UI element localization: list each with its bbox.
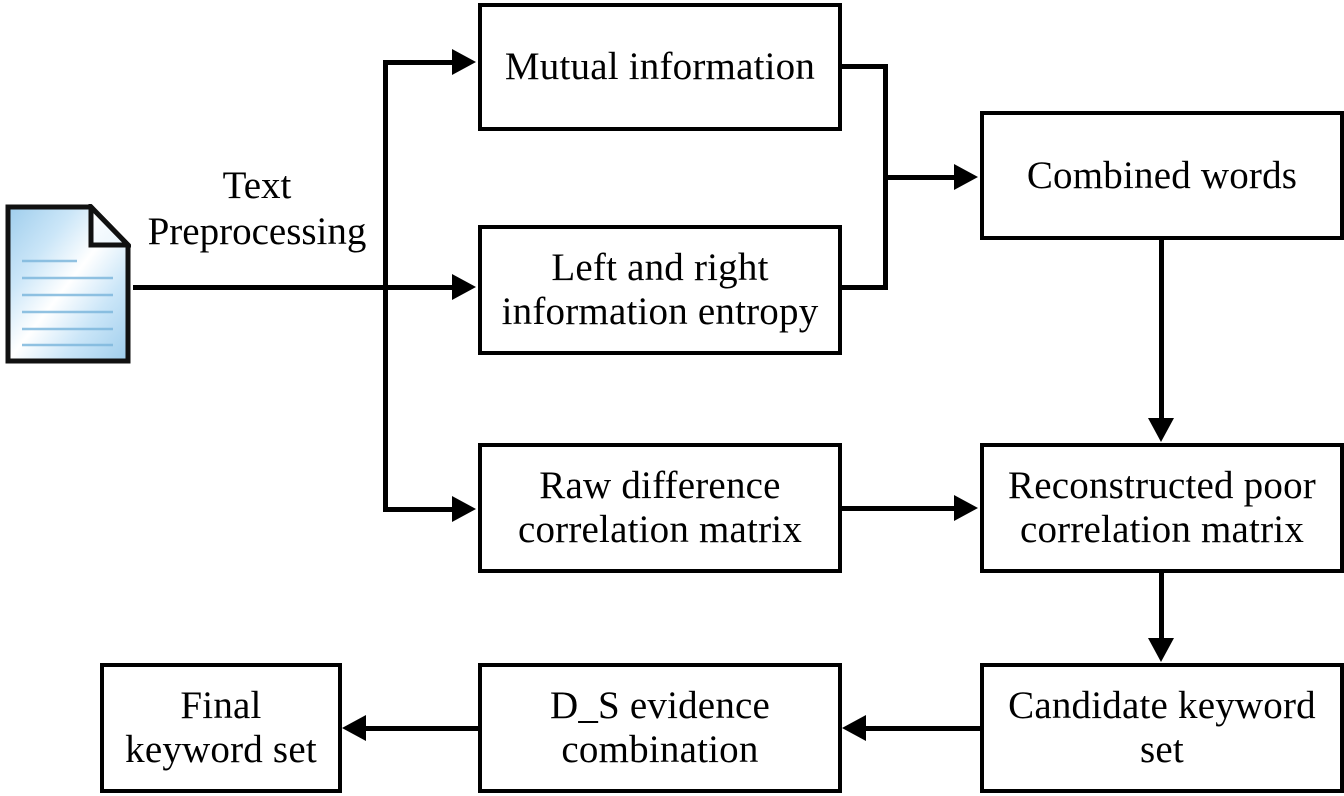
document-icon: [5, 204, 131, 364]
arrowhead-to-combined-words: [954, 164, 978, 190]
arrowhead-to-reconstructed-matrix-left: [954, 495, 978, 521]
connector-spine-to-left-right-entropy: [383, 285, 456, 290]
node-raw-difference-matrix[interactable]: Raw difference correlation matrix: [478, 443, 842, 573]
arrowhead-to-reconstructed-matrix-top: [1148, 418, 1174, 442]
node-ds-evidence-combination[interactable]: D_S evidence combination: [478, 663, 842, 793]
connector-spine-to-raw-difference-matrix: [383, 507, 456, 512]
arrowhead-to-left-right-entropy: [452, 274, 476, 300]
arrowhead-to-final-keyword-set: [342, 715, 366, 741]
arrowhead-to-raw-difference-matrix: [452, 496, 476, 522]
connector-combined-words-to-reconstructed-matrix: [1159, 238, 1164, 423]
node-reconstructed-matrix[interactable]: Reconstructed poor correlation matrix: [980, 443, 1344, 573]
connector-document-to-spine: [133, 285, 387, 290]
node-left-right-entropy[interactable]: Left and right information entropy: [478, 225, 842, 355]
connector-reconstructed-matrix-to-candidate-keyword-set: [1159, 571, 1164, 643]
connector-mutual-information-out: [838, 64, 888, 69]
node-final-keyword-set[interactable]: Final keyword set: [100, 663, 342, 793]
connector-raw-difference-to-reconstructed-matrix: [840, 506, 958, 511]
connector-spine-to-mutual-information: [383, 60, 456, 65]
arrowhead-to-ds-evidence-combination: [842, 715, 866, 741]
node-combined-words[interactable]: Combined words: [980, 111, 1344, 240]
connector-merge-to-combined-words: [883, 175, 958, 180]
arrowhead-to-mutual-information: [452, 49, 476, 75]
connector-candidate-keyword-set-to-ds-evidence: [866, 726, 982, 731]
arrowhead-to-candidate-keyword-set: [1148, 638, 1174, 662]
edge-label-text-preprocessing: Text Preprocessing: [147, 164, 367, 254]
node-mutual-information[interactable]: Mutual information: [478, 3, 842, 131]
node-candidate-keyword-set[interactable]: Candidate keyword set: [980, 663, 1344, 793]
connector-ds-evidence-to-final-keyword-set: [366, 726, 480, 731]
connector-left-right-entropy-out: [838, 285, 888, 290]
